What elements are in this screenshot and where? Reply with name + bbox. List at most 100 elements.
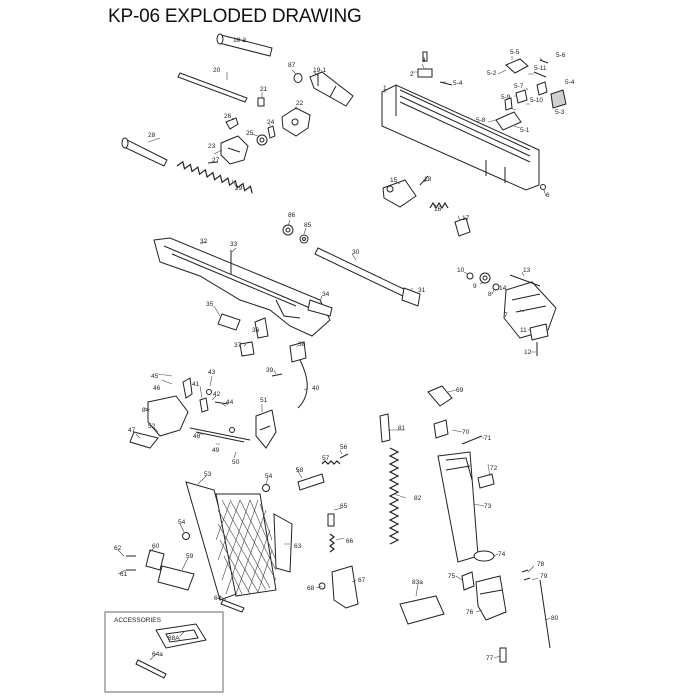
- callout-45: 45: [151, 373, 159, 380]
- hammer-51: [255, 409, 277, 449]
- callout-54a: 54: [265, 473, 273, 480]
- callout-26: 26: [224, 113, 232, 120]
- callout-76: 76: [466, 609, 474, 616]
- callout-85: 85: [304, 222, 312, 229]
- callout-5-11: 5-11: [534, 65, 547, 72]
- callout-12: 12: [524, 349, 532, 356]
- callout-40: 40: [312, 385, 320, 392]
- callout-5-2: 5-2: [487, 70, 497, 77]
- blowback-unit-7: [503, 281, 557, 339]
- grip-panel-63: [215, 493, 277, 597]
- callout-5-9: 5-9: [501, 94, 511, 101]
- callout-7: 7: [504, 312, 508, 319]
- callout-32: 32: [200, 238, 208, 245]
- trigger-48-49-50: [189, 427, 251, 443]
- sear-36-38: [254, 317, 307, 363]
- outer-barrel-19-2: [216, 33, 273, 57]
- callout-56: 56: [340, 444, 348, 451]
- mag-base-88a: [155, 623, 207, 649]
- parts-59-60-61-62: [126, 549, 195, 591]
- callout-5-4b: 5-4: [565, 79, 575, 86]
- valve-76: [475, 575, 507, 621]
- callout-36: 36: [252, 327, 260, 334]
- part-35: [217, 313, 241, 331]
- spring-82: [388, 447, 400, 545]
- accessories-box: [104, 611, 224, 693]
- spring-16: [429, 201, 449, 210]
- callout-28: 28: [148, 132, 156, 139]
- callout-44: 44: [226, 399, 234, 406]
- callout-80: 80: [551, 615, 559, 622]
- callout-38: 38: [298, 341, 306, 348]
- callout-35: 35: [206, 301, 214, 308]
- callout-22: 22: [296, 100, 304, 107]
- magazine-73: [437, 451, 479, 563]
- front-sight-2-3: [417, 51, 453, 86]
- rear-sight-5: [495, 58, 567, 131]
- callout-60: 60: [152, 543, 160, 550]
- callout-5-5: 5-5: [510, 49, 520, 56]
- callout-53: 53: [204, 471, 212, 478]
- callout-8: 8: [488, 291, 492, 298]
- mag-parts-69-70: [427, 385, 453, 439]
- callout-74: 74: [498, 551, 506, 558]
- callout-34: 34: [322, 291, 330, 298]
- callout-19-1: 19-1: [313, 67, 326, 74]
- callout-5-3: 5-3: [555, 109, 565, 116]
- callout-58: 58: [296, 467, 304, 474]
- part-75: [461, 571, 475, 591]
- callout-54b: 54: [178, 519, 186, 526]
- callout-73: 73: [484, 503, 492, 510]
- mainspring-housing-67-68: [318, 565, 359, 609]
- callout-20: 20: [213, 67, 221, 74]
- callout-83a: 83a: [412, 579, 423, 586]
- callout-84: 84: [142, 407, 150, 414]
- callout-5-10: 5-10: [530, 97, 543, 104]
- screws-54: [182, 484, 270, 540]
- trigger-bar-40: [271, 359, 308, 409]
- callout-5-1: 5-1: [520, 127, 530, 134]
- parts-65-66: [327, 513, 335, 553]
- callout-65: 65: [340, 503, 348, 510]
- callout-64a: 64a: [152, 651, 163, 658]
- small-parts-41-46: [182, 377, 229, 413]
- callout-1: 1: [383, 85, 387, 92]
- callout-2: 2: [410, 71, 414, 78]
- callout-5-4a: 5-4: [453, 80, 463, 87]
- pin-13: [509, 274, 541, 287]
- slide-stop-34: [307, 299, 333, 317]
- chamber-22: [281, 107, 311, 137]
- part-24: [267, 125, 276, 139]
- parts-8-9-10: [466, 272, 500, 291]
- callout-49: 49: [212, 447, 220, 454]
- callout-15: 15: [390, 177, 398, 184]
- callout-57: 57: [322, 455, 330, 462]
- callout-23: 23: [208, 143, 216, 150]
- callout-51: 51: [260, 397, 268, 404]
- callout-79: 79: [540, 573, 548, 580]
- callout-33: 33: [230, 241, 238, 248]
- callout-41: 41: [192, 381, 200, 388]
- callout-81: 81: [398, 425, 406, 432]
- callout-9: 9: [473, 283, 477, 290]
- callout-5-6: 5-6: [556, 52, 566, 59]
- callout-59: 59: [186, 553, 194, 560]
- callout-87: 87: [288, 62, 296, 69]
- valve-17: [454, 217, 471, 237]
- callout-30: 30: [352, 249, 360, 256]
- callout-61: 61: [120, 571, 128, 578]
- callout-62: 62: [114, 545, 122, 552]
- callout-78: 78: [537, 561, 545, 568]
- parts-11-12: [529, 323, 549, 356]
- pin-21: [257, 97, 265, 107]
- mag-base-83a: [399, 595, 445, 625]
- callout-50: 50: [232, 459, 240, 466]
- callout-27: 27: [212, 157, 220, 164]
- hop-unit-23: [220, 135, 249, 165]
- callout-13: 13: [523, 267, 531, 274]
- nozzle-15: [382, 179, 417, 208]
- callout-18: 18: [424, 176, 432, 183]
- callout-66: 66: [346, 538, 354, 545]
- callout-86: 86: [288, 212, 296, 219]
